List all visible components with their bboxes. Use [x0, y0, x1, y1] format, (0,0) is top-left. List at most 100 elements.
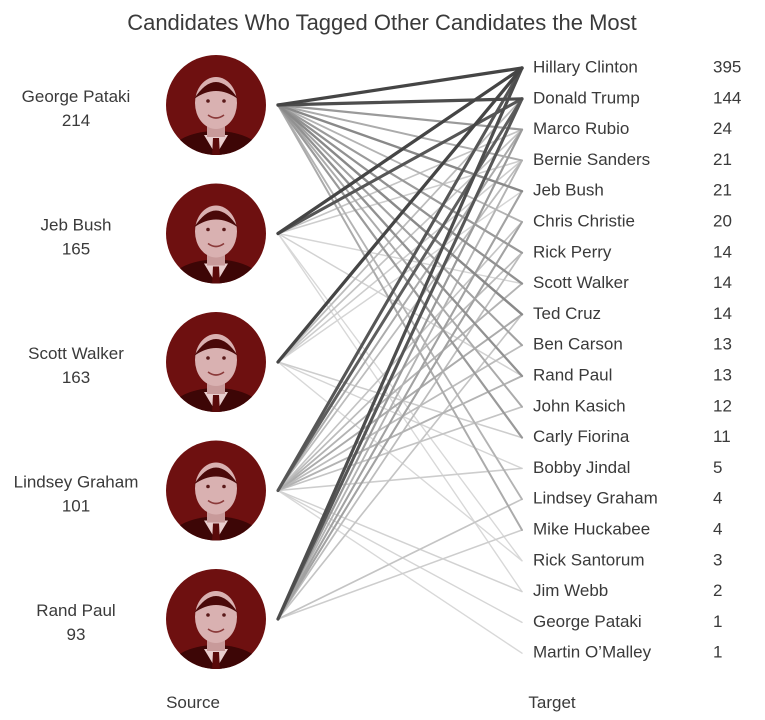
target-count-label: 13: [713, 335, 732, 354]
link-george-pataki-to-donald-trump: [276, 97, 524, 107]
target-name-label: Jeb Bush: [533, 181, 604, 200]
target-node-marco-rubio: Marco Rubio 24: [533, 119, 732, 138]
link-lindsey-graham-to-bobby-jindal: [277, 467, 523, 492]
target-count-label: 1: [713, 612, 722, 631]
target-count-label: 2: [713, 581, 722, 600]
link-lindsey-graham-to-ted-cruz: [277, 313, 523, 492]
link-lindsey-graham-to-marco-rubio: [277, 128, 523, 492]
target-count-label: 1: [713, 643, 722, 662]
link-rand-paul-to-ted-cruz: [277, 313, 523, 620]
target-node-bobby-jindal: Bobby Jindal 5: [533, 458, 722, 477]
target-count-label: 3: [713, 550, 722, 569]
link-rand-paul-to-donald-trump: [276, 97, 524, 621]
link-lindsey-graham-to-rick-perry: [277, 251, 523, 492]
target-axis-label: Target: [528, 693, 576, 712]
chart-title: Candidates Who Tagged Other Candidates t…: [127, 10, 637, 35]
link-george-pataki-to-rand-paul: [276, 103, 524, 378]
link-lindsey-graham-to-martin-o-malley: [277, 489, 523, 654]
link-lindsey-graham-to-bernie-sanders: [277, 159, 523, 492]
source-count-label: 101: [62, 497, 90, 516]
source-name-label: Lindsey Graham: [14, 473, 139, 492]
target-name-label: Lindsey Graham: [533, 489, 658, 508]
candidate-photo: [166, 440, 266, 541]
target-node-mike-huckabee: Mike Huckabee 4: [533, 519, 722, 538]
link-jeb-bush-to-bernie-sanders: [277, 159, 523, 235]
candidate-photo: [166, 183, 266, 284]
link-jeb-bush-to-jim-webb: [277, 232, 523, 593]
source-name-label: George Pataki: [22, 87, 131, 106]
target-name-label: Rick Perry: [533, 242, 612, 261]
link-scott-walker-to-bobby-jindal: [277, 361, 523, 470]
target-count-label: 21: [713, 181, 732, 200]
target-name-label: George Pataki: [533, 612, 642, 631]
link-george-pataki-to-ben-carson: [276, 103, 524, 347]
link-scott-walker-to-marco-rubio: [277, 128, 523, 363]
link-jeb-bush-to-hillary-clinton: [276, 66, 524, 236]
source-name-label: Jeb Bush: [41, 216, 112, 235]
link-scott-walker-to-carly-fiorina: [277, 361, 523, 439]
target-count-label: 4: [713, 489, 722, 508]
link-rand-paul-to-hillary-clinton: [276, 66, 524, 621]
link-jeb-bush-to-scott-walker: [277, 232, 523, 285]
source-count-label: 214: [62, 111, 90, 130]
target-name-label: Scott Walker: [533, 273, 629, 292]
candidate-photo: [166, 569, 266, 669]
link-lindsey-graham-to-hillary-clinton: [276, 66, 524, 493]
link-rand-paul-to-rick-perry: [277, 251, 523, 620]
source-node-george-pataki: George Pataki 214: [22, 55, 266, 155]
target-name-label: Marco Rubio: [533, 119, 629, 138]
link-scott-walker-to-rick-santorum: [277, 361, 523, 562]
target-count-label: 14: [713, 304, 732, 323]
target-count-label: 14: [713, 242, 732, 261]
target-count-label: 4: [713, 519, 722, 538]
target-node-rick-perry: Rick Perry 14: [533, 242, 732, 261]
target-count-label: 11: [713, 427, 731, 446]
target-name-label: John Kasich: [533, 396, 626, 415]
target-count-label: 24: [713, 119, 732, 138]
link-rand-paul-to-jeb-bush: [276, 190, 524, 621]
target-count-label: 5: [713, 458, 722, 477]
target-count-label: 144: [713, 88, 741, 107]
target-node-carly-fiorina: Carly Fiorina 11: [533, 427, 731, 446]
target-name-label: Carly Fiorina: [533, 427, 630, 446]
source-count-label: 93: [67, 625, 86, 644]
link-george-pataki-to-marco-rubio: [276, 103, 524, 131]
link-george-pataki-to-ted-cruz: [276, 103, 524, 316]
target-name-label: Martin O’Malley: [533, 643, 652, 662]
link-rand-paul-to-marco-rubio: [276, 128, 524, 621]
link-scott-walker-to-bernie-sanders: [277, 159, 523, 363]
target-name-label: Mike Huckabee: [533, 519, 650, 538]
candidate-photo: [166, 312, 266, 412]
target-node-lindsey-graham: Lindsey Graham 4: [533, 489, 722, 508]
target-count-label: 12: [713, 396, 732, 415]
source-name-label: Scott Walker: [28, 344, 124, 363]
target-name-label: Ben Carson: [533, 335, 623, 354]
link-george-pataki-to-mike-huckabee: [277, 104, 523, 531]
target-name-label: Bernie Sanders: [533, 150, 650, 169]
link-scott-walker-to-hillary-clinton: [276, 66, 524, 364]
source-count-label: 163: [62, 368, 90, 387]
link-rand-paul-to-chris-christie: [276, 220, 524, 621]
link-george-pataki-to-bernie-sanders: [277, 104, 523, 162]
target-count-label: 21: [713, 150, 732, 169]
target-node-john-kasich: John Kasich 12: [533, 396, 732, 415]
link-jeb-bush-to-rand-paul: [277, 232, 523, 377]
target-name-label: Bobby Jindal: [533, 458, 630, 477]
link-rand-paul-to-mike-huckabee: [277, 529, 523, 620]
target-name-label: Ted Cruz: [533, 304, 601, 323]
link-rand-paul-to-bernie-sanders: [277, 159, 523, 620]
link-jeb-bush-to-donald-trump: [276, 97, 524, 236]
link-lindsey-graham-to-ben-carson: [277, 344, 523, 492]
target-node-ted-cruz: Ted Cruz 14: [533, 304, 732, 323]
link-lindsey-graham-to-john-kasich: [277, 405, 523, 492]
